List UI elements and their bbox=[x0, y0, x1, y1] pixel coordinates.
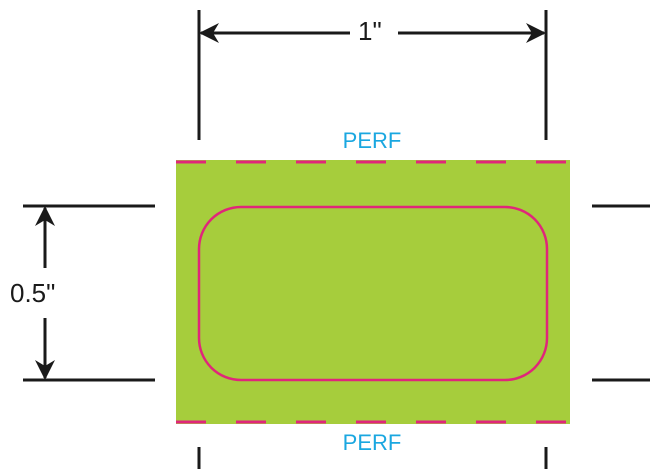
width-dimension-label: 1" bbox=[358, 16, 382, 46]
perf-label-bottom: PERF bbox=[342, 430, 402, 455]
height-dimension-label: 0.5" bbox=[10, 278, 56, 308]
label-background bbox=[176, 160, 570, 424]
die-cut-outline bbox=[197, 205, 549, 382]
perf-label-top: PERF bbox=[342, 128, 402, 153]
